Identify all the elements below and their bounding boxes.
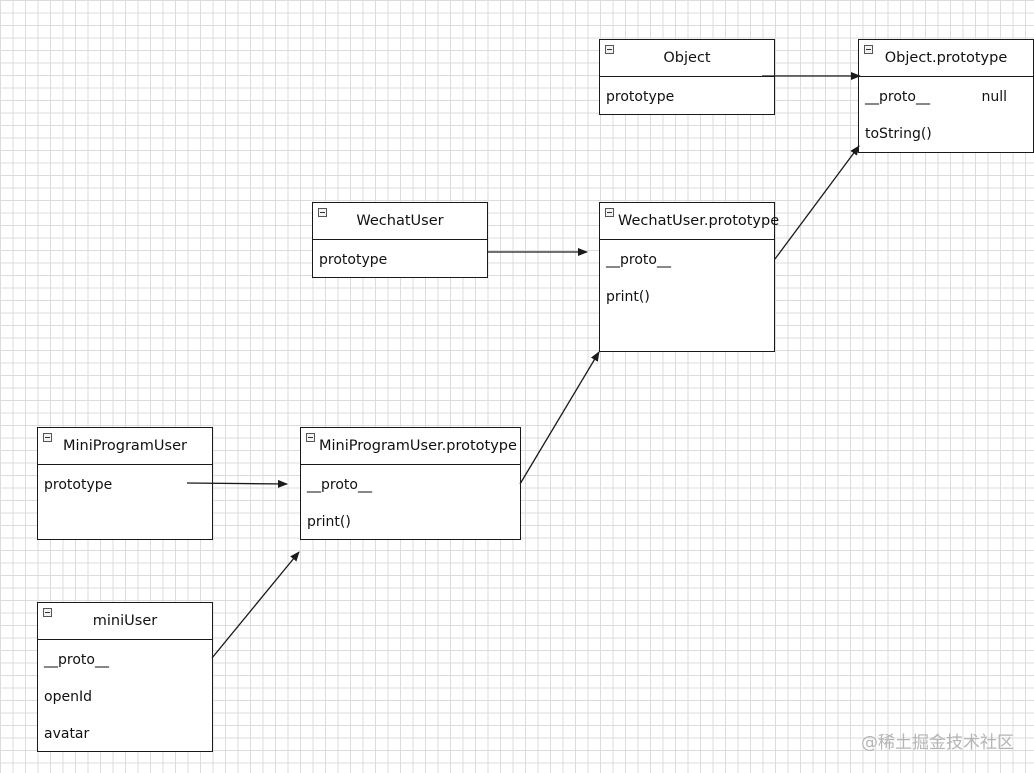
collapse-icon[interactable] [43,608,52,617]
wechatuser-prototype-box[interactable]: WechatUser.prototype __proto__ print() [599,202,779,352]
object-prototype-header: Object.prototype [859,40,1033,77]
miniprogramuser-prototype-box[interactable]: MiniProgramUser.prototype __proto__ prin… [300,427,521,540]
collapse-icon[interactable] [306,433,315,442]
wechatuser-title: WechatUser [356,213,444,229]
miniuser-header: miniUser [38,603,212,640]
arrow-wechatuser-prototype-proto-to-object-prototype [774,145,860,260]
wechatuser-prototype-field-proto: __proto__ [606,252,671,268]
object-prototype-box[interactable]: Object.prototype __proto__ null toString… [858,39,1034,153]
wechatuser-field-prototype: prototype [319,252,388,268]
object-prototype-field-proto: __proto__ [865,89,930,105]
miniprogramuser-box[interactable]: MiniProgramUser prototype [37,427,213,540]
wechatuser-prototype-header: WechatUser.prototype [600,203,779,240]
object-box[interactable]: Object prototype [599,39,775,115]
miniprogramuser-prototype-header: MiniProgramUser.prototype [301,428,520,465]
miniuser-field-avatar: avatar [44,726,90,742]
miniprogramuser-prototype-field-proto: __proto__ [307,477,372,493]
miniuser-title: miniUser [92,613,158,629]
wechatuser-prototype-title: WechatUser.prototype [618,213,780,229]
collapse-icon[interactable] [605,45,614,54]
wechatuser-header: WechatUser [313,203,487,240]
miniuser-box[interactable]: miniUser __proto__ openId avatar [37,602,213,752]
object-title: Object [663,50,711,66]
arrow-miniuser-proto-to-miniprogramuser-prototype [211,551,300,659]
collapse-icon[interactable] [864,45,873,54]
watermark: @稀土掘金技术社区 [861,733,1014,753]
object-prototype-title: Object.prototype [884,50,1008,66]
miniuser-field-openid: openId [44,689,92,705]
miniuser-field-proto: __proto__ [44,652,109,668]
miniprogramuser-title: MiniProgramUser [63,438,187,454]
wechatuser-prototype-field-print: print() [606,289,650,305]
miniprogramuser-prototype-field-print: print() [307,514,351,530]
collapse-icon[interactable] [43,433,52,442]
object-header: Object [600,40,774,77]
miniprogramuser-field-prototype: prototype [44,477,113,493]
arrow-miniprogramuser-prototype-proto-to-wechatuser-prototype [519,351,600,485]
object-prototype-field-tostring: toString() [865,126,932,142]
miniprogramuser-header: MiniProgramUser [38,428,212,465]
collapse-icon[interactable] [605,208,614,217]
wechatuser-box[interactable]: WechatUser prototype [312,202,488,278]
object-field-prototype: prototype [606,89,675,105]
collapse-icon[interactable] [318,208,327,217]
miniprogramuser-prototype-title: MiniProgramUser.prototype [319,438,517,454]
object-prototype-null-label: null [981,89,1007,105]
